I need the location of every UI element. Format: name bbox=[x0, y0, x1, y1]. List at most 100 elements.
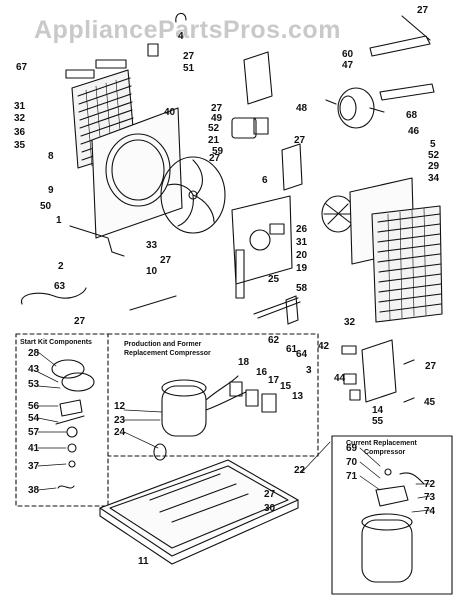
capacitor-drawing bbox=[231, 117, 303, 191]
callout-47: 47 bbox=[342, 60, 354, 71]
callout-72: 72 bbox=[424, 479, 436, 490]
current-compressor-title-line1: Current Replacement bbox=[346, 440, 417, 447]
motor-drawing bbox=[325, 87, 385, 129]
callout-2: 2 bbox=[58, 261, 64, 272]
callout-45: 45 bbox=[424, 397, 436, 408]
callout-27i: 27 bbox=[264, 489, 276, 500]
callout-36: 36 bbox=[14, 127, 26, 138]
callout-11: 11 bbox=[138, 556, 149, 567]
callout-52a: 52 bbox=[208, 123, 220, 134]
callout-20: 20 bbox=[296, 250, 308, 261]
callout-69: 69 bbox=[346, 443, 358, 454]
current-compressor-title-line2: Compressor bbox=[364, 449, 406, 456]
callout-43: 43 bbox=[28, 364, 40, 375]
callout-25: 25 bbox=[268, 274, 280, 285]
callout-15: 15 bbox=[280, 381, 292, 392]
callout-41: 41 bbox=[28, 443, 40, 454]
callout-22: 22 bbox=[294, 465, 306, 476]
callout-27b: 27 bbox=[183, 51, 195, 62]
production-compressor-drawing bbox=[153, 375, 277, 461]
callout-62: 62 bbox=[268, 335, 280, 346]
callout-28: 28 bbox=[28, 348, 40, 359]
callout-71: 71 bbox=[346, 471, 358, 482]
callout-18: 18 bbox=[238, 357, 250, 368]
callout-30: 30 bbox=[264, 503, 276, 514]
callout-23: 23 bbox=[114, 415, 126, 426]
callout-58: 58 bbox=[296, 283, 308, 294]
callout-34: 34 bbox=[428, 173, 440, 184]
callout-12: 12 bbox=[114, 401, 126, 412]
callout-13: 13 bbox=[292, 391, 304, 402]
start-kit-parts-drawing bbox=[51, 359, 95, 489]
callout-19: 19 bbox=[296, 263, 308, 274]
right-parts-drawing bbox=[341, 339, 415, 403]
callout-38: 38 bbox=[28, 485, 40, 496]
fan-blade-drawing bbox=[160, 156, 226, 234]
callout-70: 70 bbox=[346, 457, 358, 468]
callout-27c: 27 bbox=[211, 103, 223, 114]
callout-10: 10 bbox=[146, 266, 158, 277]
start-kit-box bbox=[15, 333, 109, 507]
callout-55: 55 bbox=[372, 416, 384, 427]
callout-16: 16 bbox=[256, 367, 268, 378]
bulkhead-drawing bbox=[231, 195, 293, 299]
callout-27e: 27 bbox=[209, 153, 221, 164]
callout-31a: 31 bbox=[14, 101, 26, 112]
current-compressor-box bbox=[331, 435, 453, 595]
callout-31b: 31 bbox=[296, 237, 308, 248]
callout-5: 5 bbox=[430, 139, 436, 150]
callout-32b: 32 bbox=[344, 317, 356, 328]
callout-27f: 27 bbox=[160, 255, 172, 266]
production-compressor-title-line1: Production and Former bbox=[124, 341, 202, 348]
callout-51: 51 bbox=[183, 63, 195, 74]
callout-37: 37 bbox=[28, 461, 40, 472]
callout-3: 3 bbox=[306, 365, 312, 376]
callout-27g: 27 bbox=[74, 316, 86, 327]
callout-24: 24 bbox=[114, 427, 126, 438]
current-compressor-drawing bbox=[361, 468, 425, 583]
callout-67: 67 bbox=[16, 62, 28, 73]
callout-73: 73 bbox=[424, 492, 436, 503]
callout-4: 4 bbox=[178, 31, 184, 42]
callout-33: 33 bbox=[146, 240, 158, 251]
callout-52b: 52 bbox=[428, 150, 440, 161]
callout-59: 59 bbox=[212, 146, 224, 157]
blower-wheel-drawing bbox=[321, 195, 355, 233]
callout-60: 60 bbox=[342, 49, 354, 60]
callout-1: 1 bbox=[56, 215, 62, 226]
leader-lines bbox=[37, 351, 431, 513]
production-compressor-box bbox=[107, 333, 319, 457]
callout-17: 17 bbox=[268, 375, 280, 386]
evaporator-drawing bbox=[349, 177, 443, 323]
watermark: AppliancePartsPros.com bbox=[34, 16, 341, 44]
callout-40: 40 bbox=[164, 107, 176, 118]
callout-61: 61 bbox=[286, 344, 298, 355]
callout-32a: 32 bbox=[14, 113, 26, 124]
callout-44: 44 bbox=[334, 373, 346, 384]
callout-54: 54 bbox=[28, 413, 40, 424]
callout-53: 53 bbox=[28, 379, 40, 390]
callout-57: 57 bbox=[28, 427, 40, 438]
callout-48: 48 bbox=[296, 103, 308, 114]
shroud-drawing bbox=[91, 107, 183, 239]
callout-68: 68 bbox=[406, 110, 418, 121]
callout-46: 46 bbox=[408, 126, 420, 137]
production-compressor-title-line2: Replacement Compressor bbox=[124, 350, 211, 357]
callout-49: 49 bbox=[211, 113, 223, 124]
callout-35: 35 bbox=[14, 140, 26, 151]
callout-63: 63 bbox=[54, 281, 66, 292]
callout-27h: 27 bbox=[425, 361, 437, 372]
callout-8: 8 bbox=[48, 151, 54, 162]
callout-74: 74 bbox=[424, 506, 436, 517]
callout-6: 6 bbox=[262, 175, 268, 186]
callout-64: 64 bbox=[296, 349, 308, 360]
callout-21: 21 bbox=[208, 135, 220, 146]
base-pan-drawing bbox=[99, 459, 299, 565]
top-parts-drawing bbox=[147, 12, 435, 105]
callout-29: 29 bbox=[428, 161, 440, 172]
start-kit-title: Start Kit Components bbox=[20, 339, 92, 346]
callout-50: 50 bbox=[40, 201, 52, 212]
callout-26: 26 bbox=[296, 224, 308, 235]
